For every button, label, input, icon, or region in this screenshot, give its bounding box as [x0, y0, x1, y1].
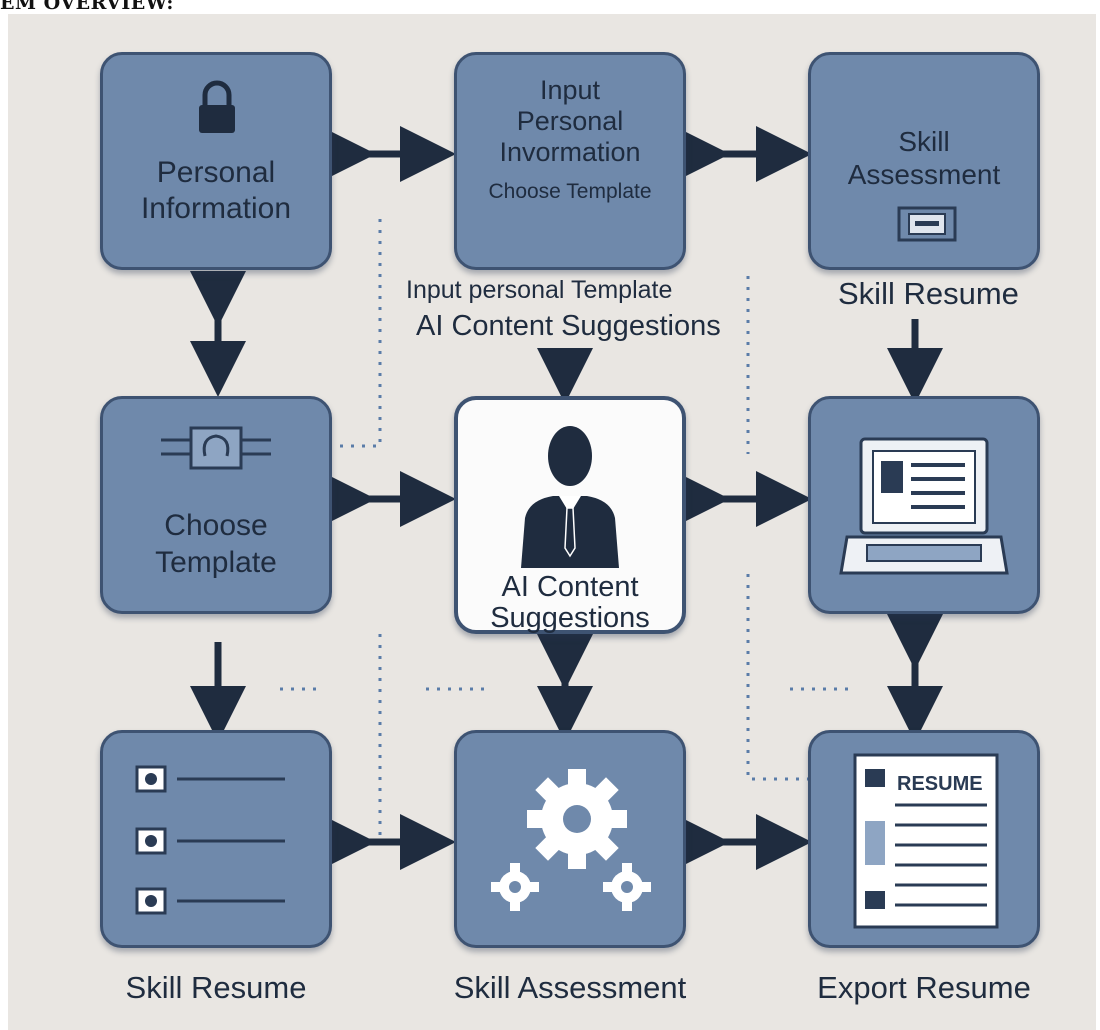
resume-doc-label: RESUME	[897, 773, 983, 795]
mid-label-line2: AI Content Suggestions	[416, 310, 721, 342]
gears-icon	[491, 769, 651, 911]
diagram-canvas: Personal Information Input Personal Invo…	[8, 14, 1096, 1030]
template-icon	[161, 426, 271, 470]
connectors	[190, 126, 943, 870]
list-icon	[135, 765, 285, 915]
person-icon	[521, 426, 619, 568]
choose-template-label: Choose Template	[155, 509, 277, 579]
page-heading: EM OVERVIEW:	[0, 0, 174, 14]
input-personal-box[interactable]: Input Personal Invormation Choose Templa…	[454, 52, 686, 270]
mid-label-line1: Input personal Template	[406, 276, 673, 304]
laptop-box[interactable]	[808, 396, 1040, 614]
bottom-label-center: Skill Assessment	[453, 970, 687, 1005]
bottom-label-left: Skill Resume	[125, 970, 307, 1005]
ai-content-label: AI Content Suggestions	[490, 571, 650, 634]
dotted-line-left-top	[336, 219, 382, 448]
input-line2: Personal	[516, 106, 624, 136]
choose-template-box[interactable]: Choose Template	[100, 396, 332, 614]
ai-content-box[interactable]: AI Content Suggestions	[454, 396, 686, 634]
lock-icon	[199, 80, 235, 133]
input-line3: Invormation	[499, 137, 641, 167]
input-line4: Choose Template	[488, 180, 652, 203]
skill-assessment-top-box[interactable]: Skill Assessment	[808, 52, 1040, 270]
dotted-line-right-bottom	[746, 574, 808, 781]
input-line1: Input	[539, 75, 601, 105]
skill-assessment-box[interactable]	[454, 730, 686, 948]
skill-assessment-top-label: Skill Assessment	[847, 126, 1001, 190]
document-icon	[853, 753, 999, 929]
window-icon	[897, 206, 957, 242]
personal-information-box[interactable]: Personal Information	[100, 52, 332, 270]
export-resume-box[interactable]: RESUME	[808, 730, 1040, 948]
skill-resume-box[interactable]	[100, 730, 332, 948]
laptop-icon	[839, 437, 1009, 575]
skill-resume-top-label: Skill Resume	[838, 276, 1019, 311]
personal-information-label: Personal Information	[140, 156, 292, 225]
bottom-label-right: Export Resume	[817, 970, 1031, 1005]
